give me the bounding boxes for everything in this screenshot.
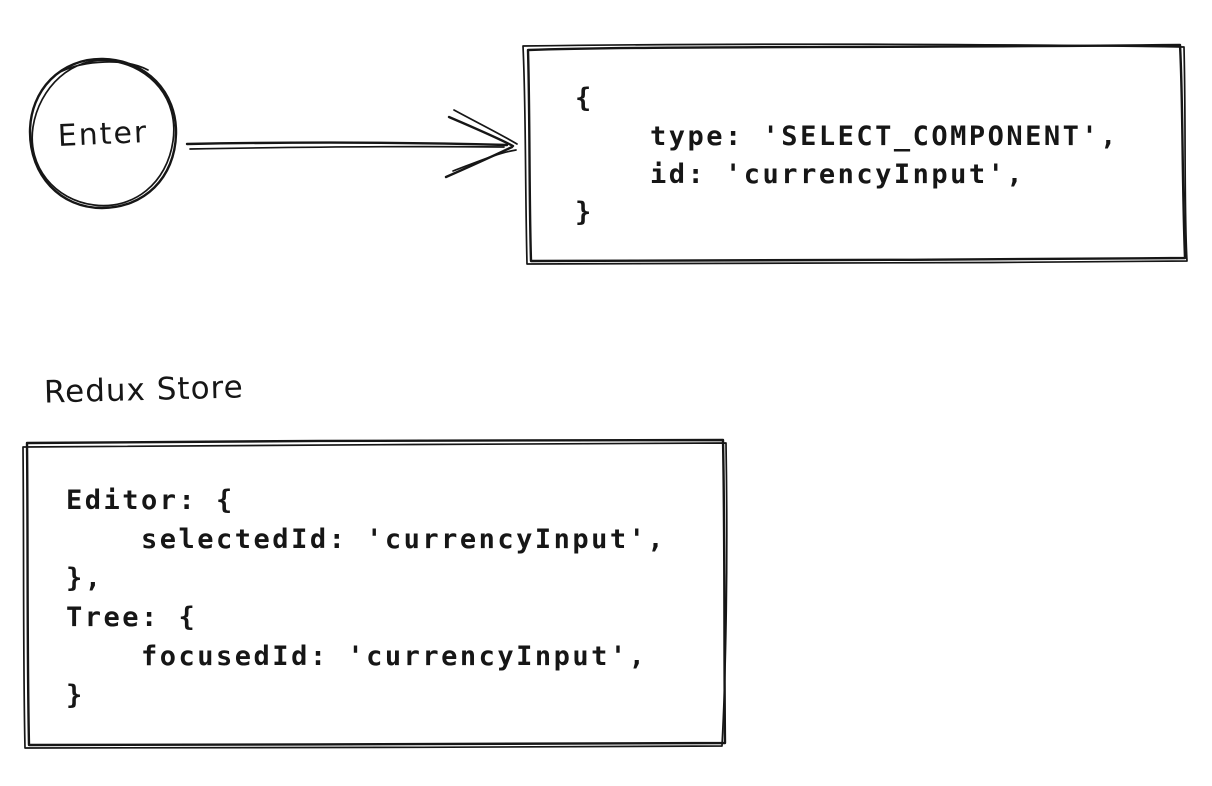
enter-circle	[28, 57, 178, 210]
redux-store-heading: Redux Store	[43, 369, 245, 411]
action-payload-code: { type: 'SELECT_COMPONENT', id: 'currenc…	[575, 83, 1119, 228]
arrow-shaft	[185, 141, 509, 147]
arrow-head-upper	[447, 115, 515, 148]
store-box-border	[22, 438, 728, 749]
arrow-head-upper-overdraw	[453, 109, 518, 145]
enter-circle-stroke	[28, 57, 178, 210]
action-box-stroke	[526, 43, 1187, 263]
enter-circle-overdraw	[31, 59, 175, 207]
enter-to-action-arrow	[185, 109, 518, 179]
arrow-head-lower-overdraw	[452, 149, 517, 172]
arrow-shaft-overdraw	[189, 145, 505, 150]
action-box-border	[522, 43, 1188, 265]
action-box-overdraw	[522, 43, 1188, 265]
redux-store-state-code: Editor: { selectedId: 'currencyInput', }…	[66, 485, 667, 711]
store-box-overdraw	[22, 442, 728, 749]
store-box-stroke	[25, 438, 727, 747]
enter-node-label: Enter	[57, 115, 149, 154]
